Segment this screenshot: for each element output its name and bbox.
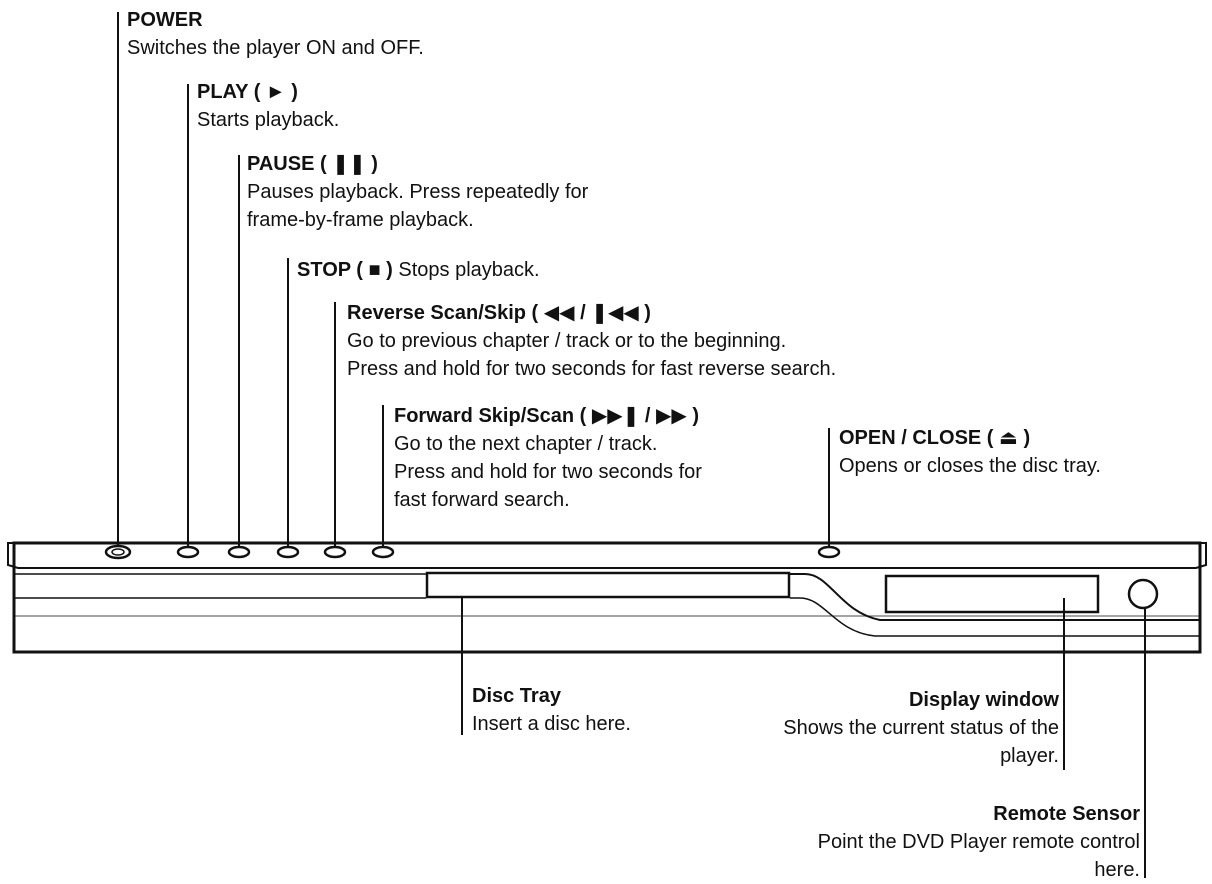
stop-title: STOP ( ■ ) <box>297 259 393 281</box>
player-top-bevel <box>7 542 1207 569</box>
display-window-title: Display window <box>908 689 1059 711</box>
play-title: PLAY ( ► ) <box>197 81 298 103</box>
reverse-skip-button[interactable] <box>323 545 347 559</box>
power-button-inner <box>111 548 125 556</box>
disc-tray-title: Disc Tray <box>472 685 561 707</box>
open-close-title: OPEN / CLOSE ( ⏏ ) <box>839 427 1031 449</box>
pause-leader-line <box>238 155 240 546</box>
reverse-desc-line2: Press and hold for two seconds for fast … <box>347 358 837 380</box>
disc-tray-leader-line <box>461 598 463 735</box>
forward-desc-line3: fast forward search. <box>394 489 570 511</box>
stop-button[interactable] <box>276 545 300 559</box>
pause-desc-line2: frame-by-frame playback. <box>247 209 474 231</box>
disc-tray-slot[interactable] <box>425 571 791 599</box>
remote-sensor-desc-line2: here. <box>1094 859 1140 881</box>
play-leader-line <box>187 84 189 546</box>
display-window-desc-line2: player. <box>1000 745 1059 767</box>
power-title: POWER <box>127 9 203 31</box>
forward-desc-line2: Press and hold for two seconds for <box>394 461 702 483</box>
forward-desc-line1: Go to the next chapter / track. <box>394 433 658 455</box>
pause-callout: PAUSE ( ❚❚ ) Pauses playback. Press repe… <box>247 150 588 234</box>
remote-sensor-leader-line <box>1144 608 1146 878</box>
remote-sensor <box>1127 578 1159 610</box>
stop-desc: Stops playback. <box>392 259 540 281</box>
stop-callout: STOP ( ■ ) Stops playback. <box>297 256 540 284</box>
power-callout: POWER Switches the player ON and OFF. <box>127 6 424 62</box>
open-close-callout: OPEN / CLOSE ( ⏏ ) Opens or closes the d… <box>839 424 1101 480</box>
open-close-leader-line <box>828 428 830 546</box>
reverse-callout: Reverse Scan/Skip ( ◀◀ / ❚◀◀ ) Go to pre… <box>347 299 836 383</box>
pause-desc-line1: Pauses playback. Press repeatedly for <box>247 181 589 203</box>
pause-button[interactable] <box>227 545 251 559</box>
forward-skip-button[interactable] <box>371 545 395 559</box>
forward-title: Forward Skip/Scan ( ▶▶❚ / ▶▶ ) <box>394 405 699 427</box>
display-window-desc-line1: Shows the current status of the <box>783 717 1059 739</box>
disc-tray-callout: Disc Tray Insert a disc here. <box>472 682 631 738</box>
remote-sensor-callout: Remote Sensor Point the DVD Player remot… <box>818 800 1140 884</box>
power-desc: Switches the player ON and OFF. <box>127 37 424 59</box>
reverse-title: Reverse Scan/Skip ( ◀◀ / ❚◀◀ ) <box>347 302 651 324</box>
play-desc: Starts playback. <box>197 109 340 131</box>
remote-sensor-desc-line1: Point the DVD Player remote control <box>817 831 1140 853</box>
reverse-desc-line1: Go to previous chapter / track or to the… <box>347 330 787 352</box>
play-callout: PLAY ( ► ) Starts playback. <box>197 78 339 134</box>
disc-tray-desc: Insert a disc here. <box>472 713 631 735</box>
right-panel-curve-lower <box>790 597 1200 637</box>
right-panel-curve <box>790 573 1200 621</box>
forward-callout: Forward Skip/Scan ( ▶▶❚ / ▶▶ ) Go to the… <box>394 402 702 514</box>
open-close-desc: Opens or closes the disc tray. <box>839 455 1101 477</box>
power-leader-line <box>117 12 119 546</box>
power-button[interactable] <box>104 544 132 560</box>
display-window-callout: Display window Shows the current status … <box>783 686 1059 770</box>
forward-leader-line <box>382 405 384 546</box>
reverse-leader-line <box>334 302 336 546</box>
display-window <box>884 574 1100 614</box>
open-close-button[interactable] <box>817 545 841 559</box>
play-button[interactable] <box>176 545 200 559</box>
display-window-leader-line <box>1063 598 1065 770</box>
pause-title: PAUSE ( ❚❚ ) <box>247 153 378 175</box>
remote-sensor-title: Remote Sensor <box>993 803 1140 825</box>
stop-leader-line <box>287 258 289 546</box>
